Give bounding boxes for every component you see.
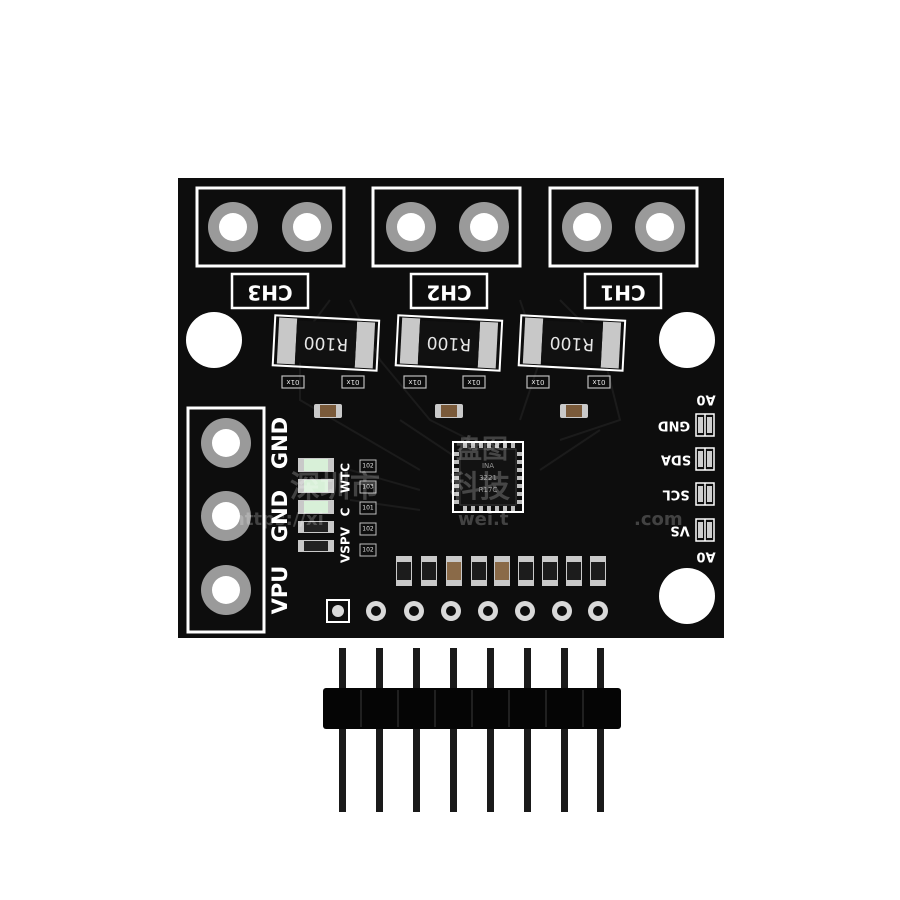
- ch3-label: CH3: [247, 281, 292, 305]
- mounting-hole-top-left: [186, 312, 242, 368]
- label-scl: SCL: [662, 487, 689, 502]
- shunt-resistor-2: R100: [394, 314, 504, 372]
- svg-text:01x: 01x: [346, 378, 359, 386]
- mounting-hole-bottom-right: [659, 568, 715, 624]
- pin-header: [323, 648, 621, 812]
- watermark-line2: 盘图: [456, 434, 508, 465]
- label-a0-bottom: A0: [696, 549, 715, 564]
- svg-text:102: 102: [362, 463, 374, 470]
- header-pin-6: [524, 648, 531, 812]
- svg-text:102: 102: [362, 547, 374, 554]
- header-pin-1: [339, 648, 346, 812]
- bottom-resistor-row: [396, 556, 606, 586]
- watermark: 深圳市 盘图 科技 https://xi wei.t .com: [232, 434, 683, 530]
- terminal-power: GND GND VPU: [186, 406, 292, 634]
- mounting-hole-top-right: [659, 312, 715, 368]
- header-pin-3: [413, 648, 420, 812]
- terminal-ch3: CH3: [195, 186, 346, 310]
- svg-text:01x: 01x: [286, 378, 299, 386]
- header-pin-5: [487, 648, 494, 812]
- header-pads: [326, 599, 608, 623]
- header-pin-4: [450, 648, 457, 812]
- watermark-url-mid: wei.t: [458, 509, 509, 530]
- ch2-label: CH2: [426, 281, 471, 305]
- capacitors: [314, 404, 588, 418]
- led-column: VSPV C WTC 102 103 101 102 102: [298, 458, 377, 563]
- chip-marking-3: R17C: [479, 486, 498, 494]
- label-vpu: VPU: [268, 566, 292, 615]
- svg-text:01x: 01x: [592, 378, 605, 386]
- svg-text:102: 102: [362, 526, 374, 533]
- small-components-row: 01x 01x 01x 01x 01x 01x: [281, 375, 611, 389]
- svg-text:103: 103: [362, 484, 374, 491]
- right-pin-labels: A0 GND SDA SCL VS A0: [658, 392, 716, 564]
- label-sda: SDA: [661, 452, 691, 467]
- label-gnd-mid: GND: [268, 490, 292, 542]
- led-label-c: C: [339, 507, 353, 516]
- watermark-line1: 深圳市: [290, 470, 380, 505]
- terminal-ch2: CH2: [371, 186, 522, 310]
- chip-marking-2: 3221: [479, 474, 497, 482]
- shunt-2-label: R100: [426, 332, 471, 354]
- sensor-chip: INA 3221 R17C: [452, 441, 524, 513]
- svg-text:01x: 01x: [531, 378, 544, 386]
- led-label-vspv: VSPV: [339, 526, 353, 563]
- shunt-resistor-1: R100: [271, 314, 381, 372]
- shunt-3-label: R100: [549, 332, 594, 354]
- svg-text:01x: 01x: [467, 378, 480, 386]
- svg-text:101: 101: [362, 505, 374, 512]
- watermark-url-left: https://xi: [232, 509, 324, 530]
- header-pin-7: [561, 648, 568, 812]
- watermark-url-right: .com: [634, 509, 683, 530]
- header-pin-2: [376, 648, 383, 812]
- shunt-1-label: R100: [303, 332, 348, 354]
- watermark-line3: 科技: [450, 470, 510, 505]
- header-pin-8: [597, 648, 604, 812]
- chip-marking-1: INA: [482, 462, 494, 470]
- label-vs: VS: [670, 523, 689, 538]
- label-a0-top: A0: [696, 392, 715, 407]
- shunt-resistor-3: R100: [517, 314, 627, 372]
- ch1-label: CH1: [600, 281, 645, 305]
- svg-text:01x: 01x: [408, 378, 421, 386]
- label-gnd-right: GND: [658, 418, 691, 433]
- led-label-wtc: WTC: [339, 463, 353, 493]
- label-gnd-top: GND: [268, 417, 292, 469]
- terminal-ch1: CH1: [548, 186, 699, 310]
